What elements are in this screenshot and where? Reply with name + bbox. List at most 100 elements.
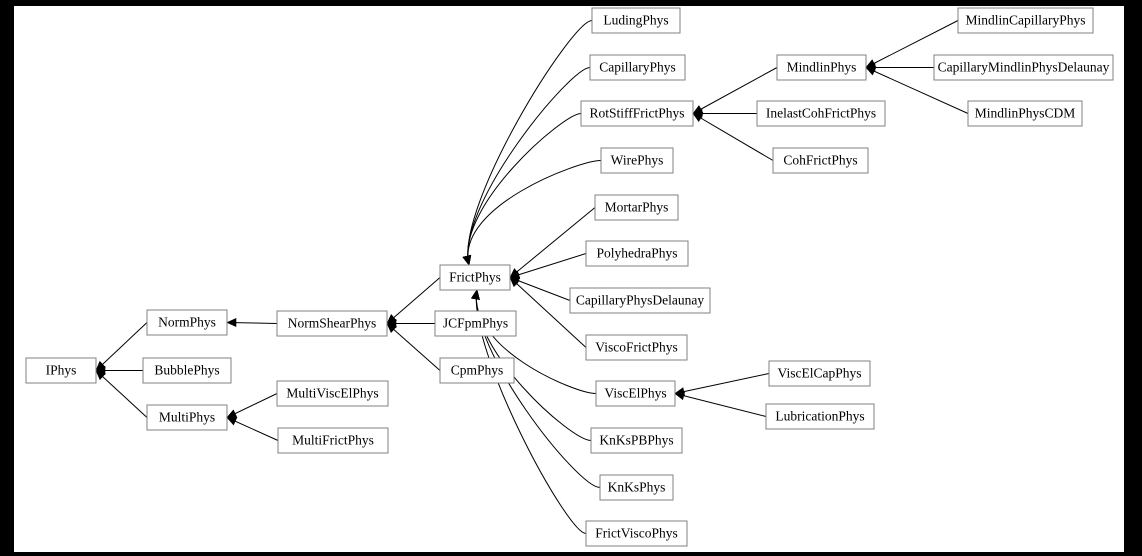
node-ViscElPhys[interactable]: ViscElPhys [595,380,676,407]
node-box-ViscElCapPhys[interactable] [768,360,871,387]
node-MultiPhys[interactable]: MultiPhys [146,404,228,431]
node-box-MultiFrictPhys[interactable] [277,427,389,454]
node-CohFrictPhys[interactable]: CohFrictPhys [772,147,869,174]
node-box-KnKsPhys[interactable] [599,474,674,501]
node-box-LubricationPhys[interactable] [765,403,875,430]
node-label-JCFpmPhys: JCFpmPhys [443,316,508,331]
node-label-MindlinPhys: MindlinPhys [787,60,857,75]
node-JCFpmPhys[interactable]: JCFpmPhys [434,310,517,337]
node-BubblePhys[interactable]: BubblePhys [142,357,232,384]
node-KnKsPBPhys[interactable]: KnKsPBPhys [590,427,683,454]
edge-LudingPhys-to-FrictPhys [467,20,593,266]
edge-NormPhys-to-IPhys [95,322,148,371]
node-FrictViscoPhys[interactable]: FrictViscoPhys [585,520,688,547]
node-MindlinPhysCDM[interactable]: MindlinPhysCDM [967,100,1083,127]
node-box-MultiPhys[interactable] [146,404,228,431]
node-NormShearPhys[interactable]: NormShearPhys [276,310,388,337]
node-box-MindlinPhysCDM[interactable] [967,100,1083,127]
node-box-MindlinCapillaryPhys[interactable] [957,7,1094,34]
node-label-PolyhedraPhys: PolyhedraPhys [597,246,678,261]
edge-PolyhedraPhys-to-FrictPhys [509,253,587,278]
node-RotStiffFrictPhys[interactable]: RotStiffFrictPhys [580,100,694,127]
node-CpmPhys[interactable]: CpmPhys [439,357,515,384]
node-label-BubblePhys: BubblePhys [154,363,219,378]
node-InelastCohFrictPhys[interactable]: InelastCohFrictPhys [756,100,886,127]
arrowhead-ViscoFrictPhys-to-FrictPhys [509,276,520,288]
node-MortarPhys[interactable]: MortarPhys [594,194,679,221]
node-box-WirePhys[interactable] [600,147,674,174]
edge-ViscElCapPhys-to-ViscElPhys [674,373,770,394]
edge-FrictPhys-to-NormShearPhys [386,277,441,324]
node-FrictPhys[interactable]: FrictPhys [439,264,511,291]
node-label-MortarPhys: MortarPhys [605,200,669,215]
node-ViscElCapPhys[interactable]: ViscElCapPhys [768,360,871,387]
node-MindlinPhys[interactable]: MindlinPhys [776,54,867,81]
node-LudingPhys[interactable]: LudingPhys [591,7,681,34]
node-box-MortarPhys[interactable] [594,194,679,221]
node-box-NormPhys[interactable] [146,309,228,336]
node-label-MultiFrictPhys: MultiFrictPhys [292,433,374,448]
node-MultiFrictPhys[interactable]: MultiFrictPhys [277,427,389,454]
arrowhead-FrictViscoPhys-to-FrictPhys [471,289,480,300]
node-box-LudingPhys[interactable] [591,7,681,34]
edge-RotStiffFrictPhys-to-FrictPhys [467,113,582,266]
node-box-FrictPhys[interactable] [439,264,511,291]
arrowhead-MultiPhys-to-IPhys [95,369,106,381]
node-box-InelastCohFrictPhys[interactable] [756,100,886,127]
node-box-CapillaryMindlinPhysDelaunay[interactable] [933,54,1114,81]
node-label-CapillaryPhys: CapillaryPhys [599,60,676,75]
node-label-ViscElCapPhys: ViscElCapPhys [778,366,862,381]
node-IPhys[interactable]: IPhys [25,357,97,384]
node-label-InelastCohFrictPhys: InelastCohFrictPhys [766,106,876,121]
node-label-NormPhys: NormPhys [158,315,216,330]
edge-ViscoFrictPhys-to-FrictPhys [509,277,587,348]
node-box-IPhys[interactable] [25,357,97,384]
node-CapillaryMindlinPhysDelaunay[interactable]: CapillaryMindlinPhysDelaunay [933,54,1114,81]
node-label-MindlinPhysCDM: MindlinPhysCDM [975,106,1076,121]
arrowhead-NormShearPhys-to-NormPhys [226,318,237,327]
node-CapillaryPhysDelaunay[interactable]: CapillaryPhysDelaunay [569,287,711,314]
node-box-CpmPhys[interactable] [439,357,515,384]
node-label-CohFrictPhys: CohFrictPhys [783,153,857,168]
node-box-JCFpmPhys[interactable] [434,310,517,337]
node-box-CohFrictPhys[interactable] [772,147,869,174]
node-CapillaryPhys[interactable]: CapillaryPhys [589,54,686,81]
node-box-MultiViscElPhys[interactable] [276,380,389,407]
node-MindlinCapillaryPhys[interactable]: MindlinCapillaryPhys [957,7,1094,34]
node-MultiViscElPhys[interactable]: MultiViscElPhys [276,380,389,407]
node-LubricationPhys[interactable]: LubricationPhys [765,403,875,430]
node-label-LudingPhys: LudingPhys [603,13,668,28]
node-ViscoFrictPhys[interactable]: ViscoFrictPhys [585,334,688,361]
node-PolyhedraPhys[interactable]: PolyhedraPhys [585,240,689,267]
arrowhead-CohFrictPhys-to-RotStiffFrictPhys [692,113,704,123]
node-box-FrictViscoPhys[interactable] [585,520,688,547]
edge-MindlinPhys-to-RotStiffFrictPhys [692,67,778,114]
node-box-NormShearPhys[interactable] [276,310,388,337]
node-box-RotStiffFrictPhys[interactable] [580,100,694,127]
node-label-ViscElPhys: ViscElPhys [604,386,666,401]
node-label-WirePhys: WirePhys [611,153,664,168]
arrowhead-WirePhys-to-FrictPhys [462,254,472,266]
node-box-ViscoFrictPhys[interactable] [585,334,688,361]
node-label-IPhys: IPhys [46,363,77,378]
node-box-MindlinPhys[interactable] [776,54,867,81]
node-NormPhys[interactable]: NormPhys [146,309,228,336]
edge-MindlinPhysCDM-to-MindlinPhys [865,67,969,114]
edge-CpmPhys-to-NormShearPhys [386,323,441,371]
node-box-CapillaryPhysDelaunay[interactable] [569,287,711,314]
node-label-CapillaryMindlinPhysDelaunay: CapillaryMindlinPhysDelaunay [938,60,1110,75]
node-box-KnKsPBPhys[interactable] [590,427,683,454]
node-box-ViscElPhys[interactable] [595,380,676,407]
arrowhead-MultiFrictPhys-to-MultiPhys [226,417,238,426]
node-box-PolyhedraPhys[interactable] [585,240,689,267]
node-WirePhys[interactable]: WirePhys [600,147,674,174]
edge-CapillaryPhysDelaunay-to-FrictPhys [509,277,571,301]
node-KnKsPhys[interactable]: KnKsPhys [599,474,674,501]
node-box-BubblePhys[interactable] [142,357,232,384]
node-box-CapillaryPhys[interactable] [589,54,686,81]
edge-LubricationPhys-to-ViscElPhys [674,393,767,417]
